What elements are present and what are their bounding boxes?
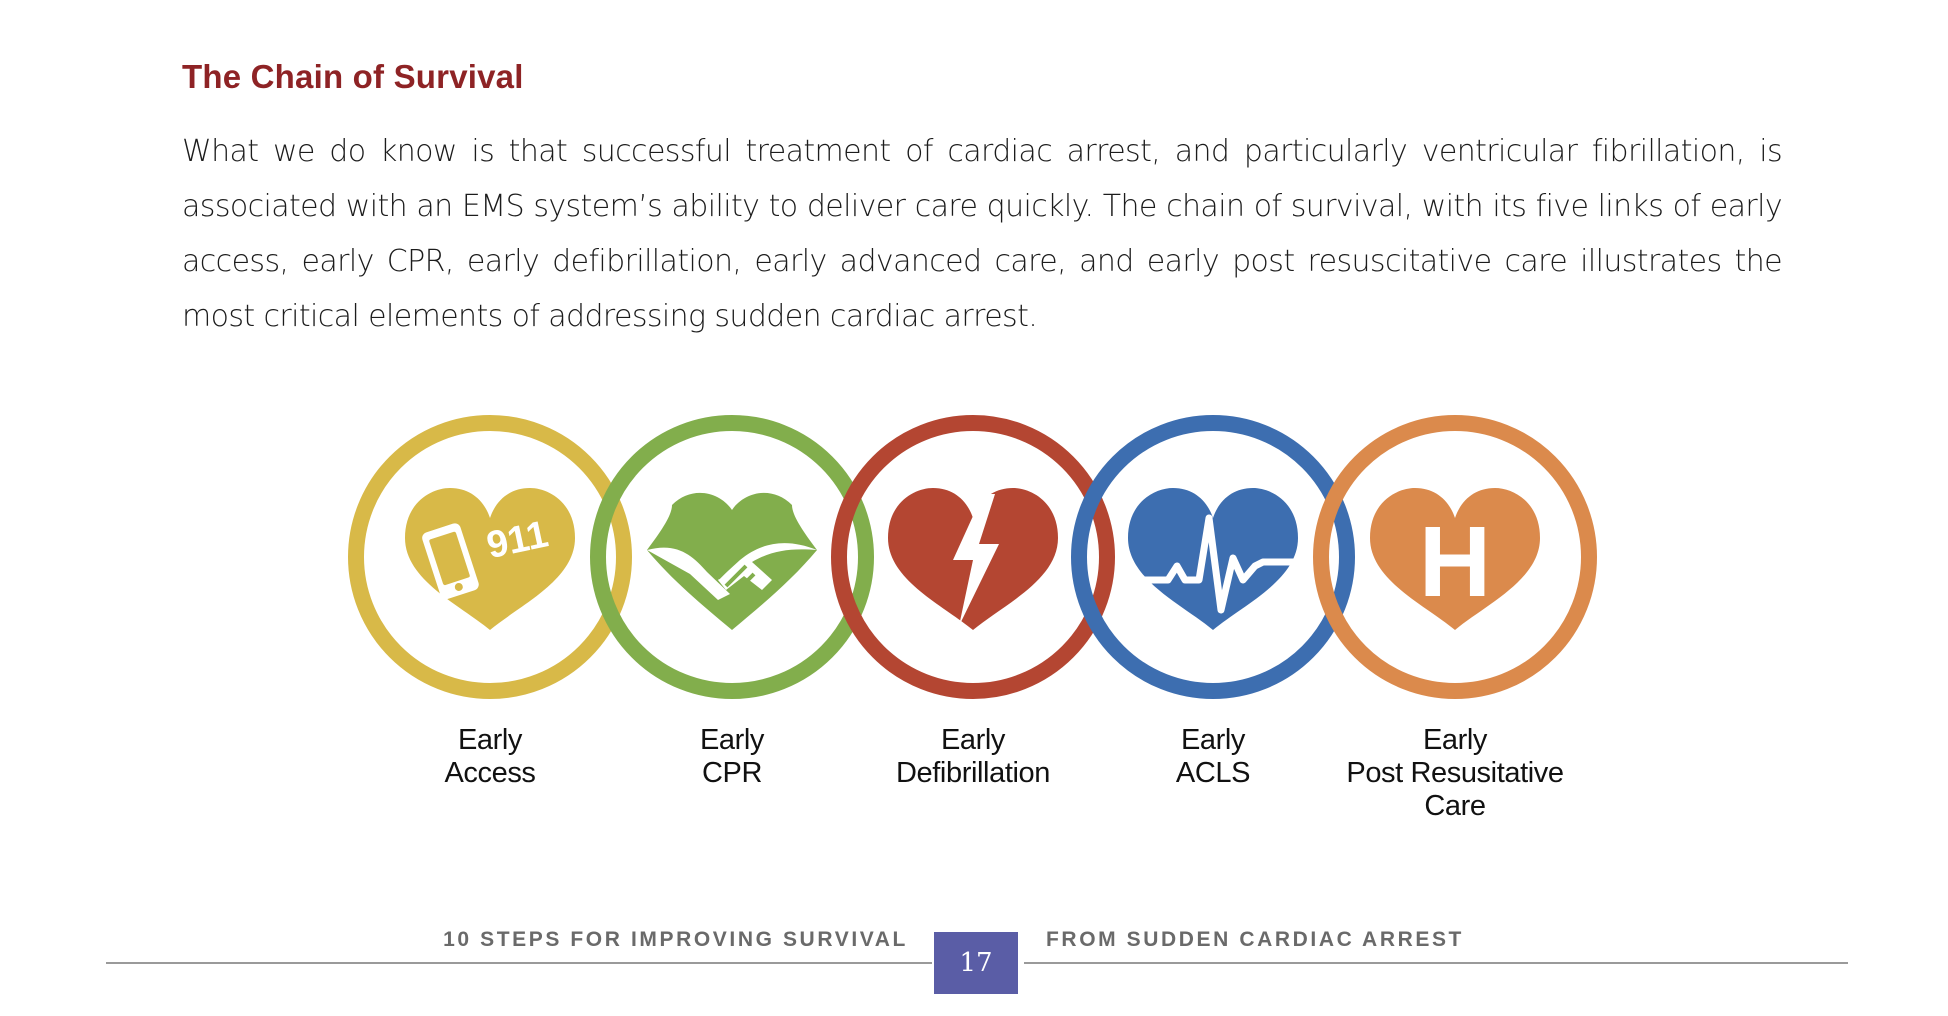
footer-left-text: 10 STEPS FOR IMPROVING SURVIVAL	[443, 928, 908, 951]
ring-early-defibrillation	[831, 415, 1115, 699]
footer-right-text: FROM SUDDEN CARDIAC ARREST	[1046, 928, 1464, 951]
phone-911-heart-icon: 911	[405, 488, 575, 630]
page-number: 17	[934, 932, 1018, 994]
footer-rule-right	[1024, 962, 1848, 964]
label-early-access: Early Access	[444, 724, 536, 789]
hospital-heart-icon: H	[1370, 488, 1540, 630]
label-early-acls: Early ACLS	[1175, 724, 1251, 789]
label-early-defibrillation: Early Defibrillation	[896, 724, 1050, 789]
label-early-cpr: Early CPR	[699, 724, 765, 789]
ring-early-acls	[1071, 415, 1355, 699]
label-early-post-care: Early Post Resusitative Care	[1346, 724, 1564, 822]
footer-rule-left	[106, 962, 932, 964]
chain-rings	[348, 415, 1597, 699]
hands-heart-icon	[647, 492, 817, 630]
icon-911-text: 911	[483, 513, 552, 567]
lightning-heart-icon	[888, 488, 1058, 630]
ring-early-post-care	[1313, 415, 1597, 699]
ecg-heart-icon	[1117, 488, 1309, 630]
intro-paragraph: What we do know is that successful treat…	[182, 134, 1783, 334]
icon-h-text: H	[1419, 506, 1491, 618]
ring-early-cpr	[590, 415, 874, 699]
ring-early-access	[348, 415, 632, 699]
section-title: The Chain of Survival	[182, 58, 524, 95]
